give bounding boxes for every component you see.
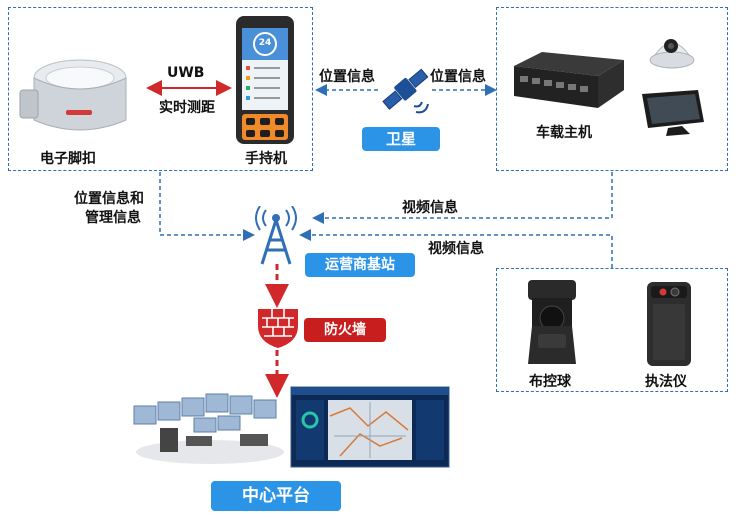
ranging-label: 实时测距 [159,100,215,116]
ptz-camera-icon [528,280,576,364]
anklet-icon [19,59,127,131]
satellite-badge: 卫星 [362,127,440,151]
cameras-to-base-arrow [299,229,613,268]
vehicle-host-icon [514,52,624,108]
position-info-right-label: 位置信息 [430,69,486,85]
uwb-label: UWB [167,65,205,81]
center-platform-badge: 中心平台 [211,481,341,511]
devices-to-base-arrow [159,172,255,241]
vehicle-monitor-icon [642,90,704,136]
satellite-icon [382,68,429,114]
vehicle-host-label: 车载主机 [536,125,592,141]
anklet-label: 电子脚扣 [40,151,96,167]
ptz-camera-label: 布控球 [529,374,571,390]
base-station-badge: 运营商基站 [305,253,415,277]
dome-camera-icon [649,39,695,69]
vehicle-to-base-arrow [312,172,613,224]
video-info-bottom-label: 视频信息 [428,241,484,257]
video-info-top-label: 视频信息 [402,200,458,216]
bodycam-icon [647,282,691,366]
handheld-label: 手持机 [245,151,287,167]
position-info-left-label: 位置信息 [319,69,375,85]
position-mgmt-label-line2: 管理信息 [85,210,141,226]
firewall-icon [258,309,298,348]
position-mgmt-label-line1: 位置信息和 [74,191,144,207]
handheld-icon [236,16,294,144]
firewall-badge: 防火墙 [304,318,386,342]
group-box-devices [8,7,313,171]
server-room-icon [133,393,284,464]
group-box-cameras [496,268,728,392]
base-station-icon [255,206,297,265]
phone-clock: 24 [258,38,272,48]
bodycam-label: 执法仪 [645,374,687,390]
dashboard-screen-icon [290,386,450,468]
